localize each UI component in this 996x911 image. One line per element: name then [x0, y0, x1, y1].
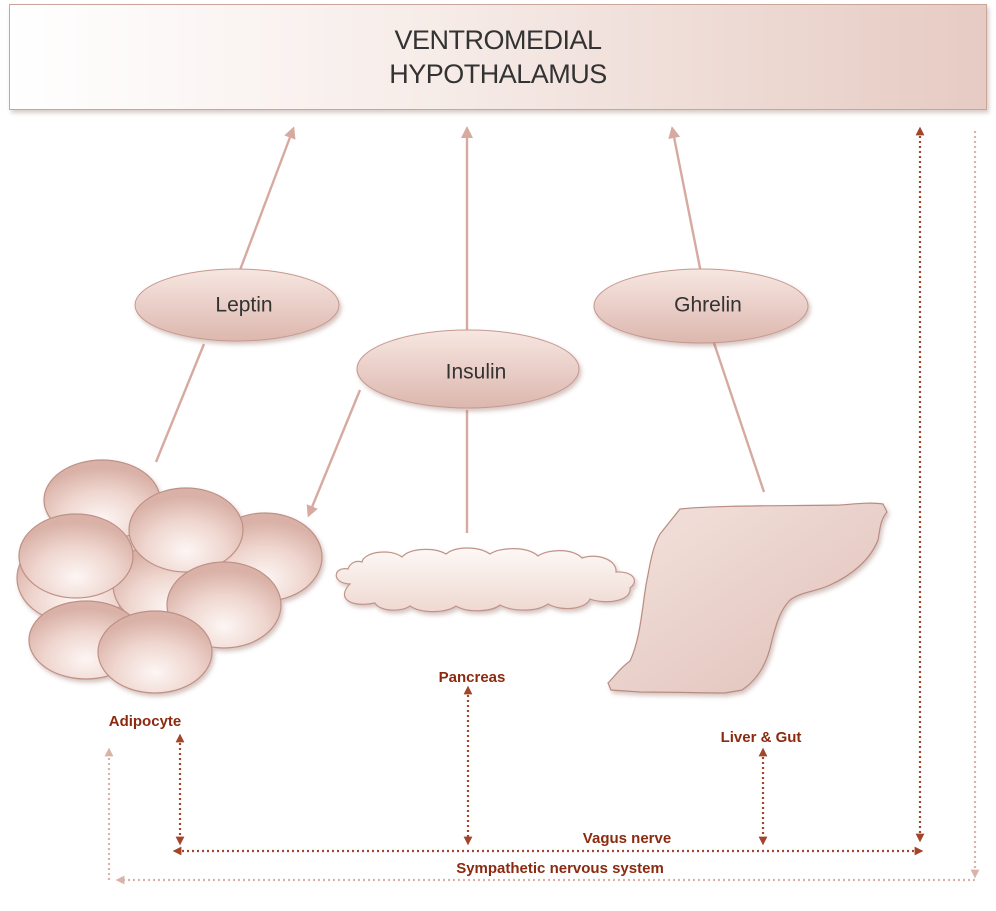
- insulin-label: Insulin: [446, 361, 507, 384]
- leptin-label: Leptin: [215, 294, 272, 317]
- ghrelin-arrow-lower: [711, 339, 766, 493]
- insulin-node: [356, 329, 580, 409]
- adipocyte-label: Adipocyte: [109, 713, 182, 730]
- liver-gut-shape: [607, 502, 888, 694]
- leptin-arrow-upper: [235, 126, 296, 279]
- leptin-node: [134, 268, 340, 342]
- header-line-1: VENTROMEDIAL: [394, 25, 602, 55]
- header-line-2: HYPOTHALAMUS: [389, 59, 607, 89]
- pancreas-label: Pancreas: [439, 669, 506, 686]
- vagus-nerve-label: Vagus nerve: [583, 830, 671, 847]
- leptin-arrow-lower: [154, 343, 206, 463]
- adipocyte-cluster: [16, 459, 323, 694]
- ghrelin-arrow-upper: [668, 126, 704, 279]
- ghrelin-label: Ghrelin: [674, 294, 742, 317]
- pancreas-shape: [335, 547, 635, 613]
- sympathetic-nerve-label: Sympathetic nervous system: [456, 860, 664, 877]
- liver-gut-label: Liver & Gut: [721, 729, 802, 746]
- ghrelin-node: [593, 268, 809, 344]
- ventromedial-hypothalamus-box: VENTROMEDIAL HYPOTHALAMUS: [9, 4, 987, 110]
- insulin-to-adipocyte-arrow: [306, 389, 362, 518]
